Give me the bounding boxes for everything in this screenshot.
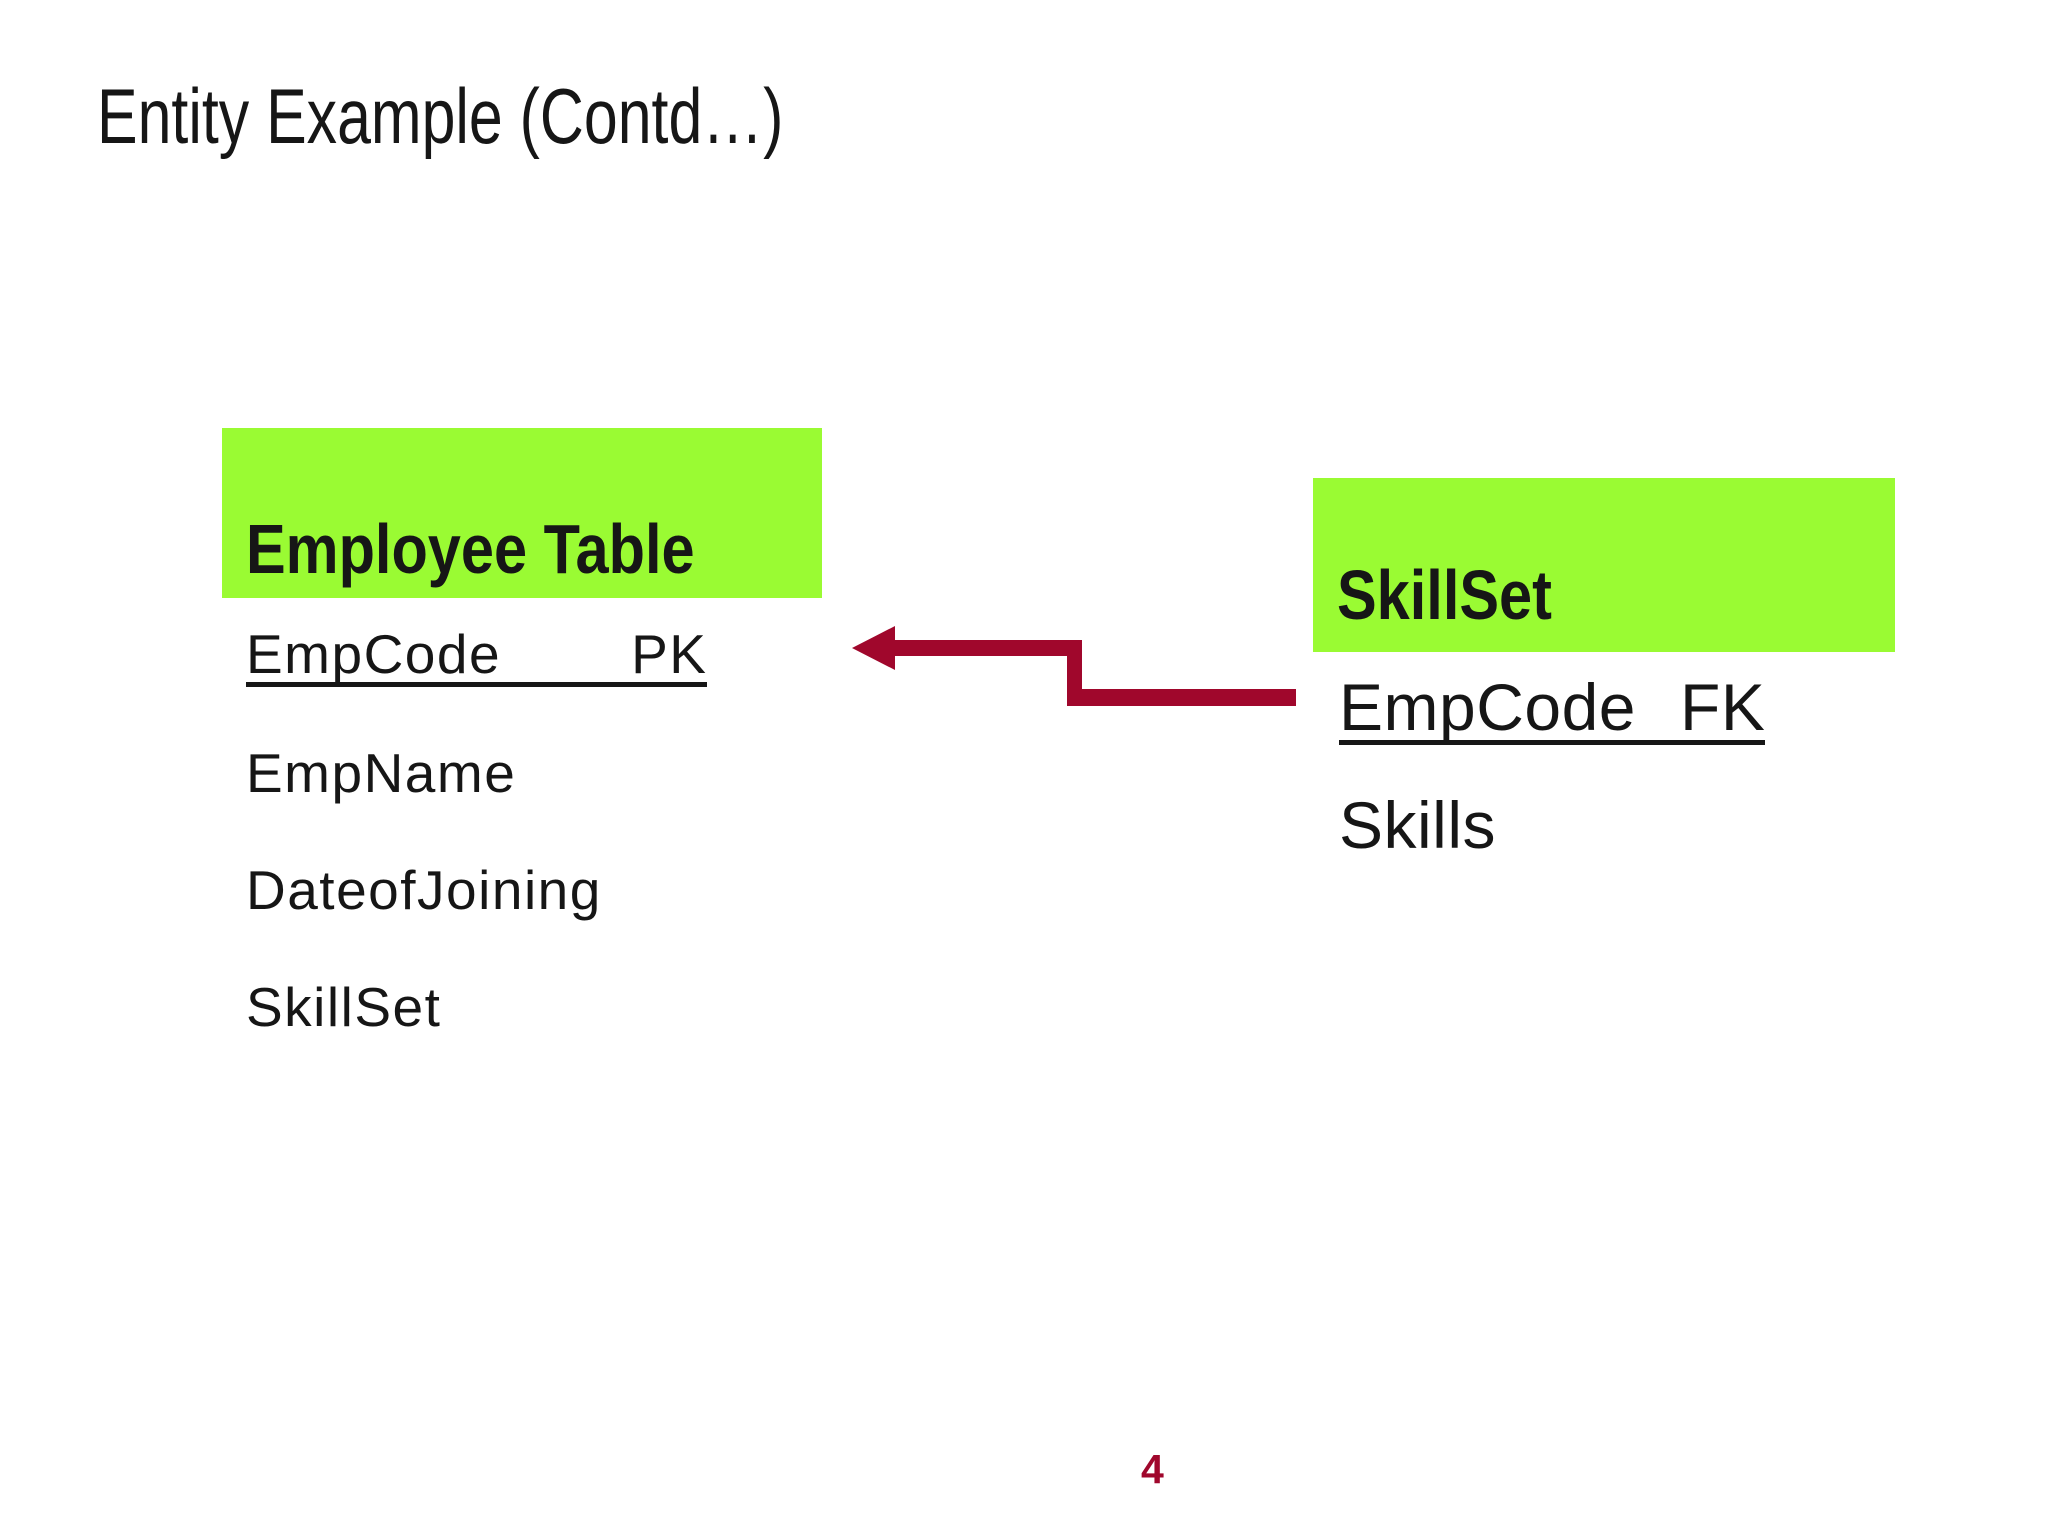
- attribute-name: Skills: [1339, 787, 1497, 862]
- attribute-row-skillset: SkillSet: [222, 949, 822, 1066]
- attribute-key-pk: PK: [631, 622, 708, 685]
- fk-relationship-arrow: [852, 626, 1296, 706]
- attribute-row-empcode-fk: EmpCode FK: [1313, 652, 1895, 767]
- attribute-name: SkillSet: [246, 976, 442, 1038]
- fk-arrow-shape: [852, 626, 1296, 706]
- entity-skillset-title: SkillSet: [1337, 556, 1552, 634]
- primary-key-underline: EmpCode PK: [246, 622, 708, 687]
- entity-employee-table-header: Employee Table: [222, 428, 822, 598]
- page-number: 4: [1141, 1446, 1164, 1492]
- foreign-key-underline: EmpCode FK: [1339, 670, 1766, 745]
- attribute-row-empcode-pk: EmpCode PK: [222, 598, 822, 715]
- entity-skillset: SkillSet EmpCode FK Skills: [1313, 478, 1895, 882]
- entity-employee-table-attributes: EmpCode PK EmpName DateofJoining SkillSet: [222, 598, 822, 1066]
- attribute-key-fk: FK: [1680, 670, 1766, 744]
- entity-employee-table-title: Employee Table: [246, 510, 695, 588]
- entity-skillset-attributes: EmpCode FK Skills: [1313, 652, 1895, 882]
- attribute-name: DateofJoining: [246, 859, 602, 921]
- slide-title: Entity Example (Contd…): [97, 72, 784, 160]
- attribute-name: EmpCode: [1339, 670, 1636, 744]
- attribute-name: EmpCode: [246, 622, 502, 685]
- entity-employee-table: Employee Table EmpCode PK EmpName DateofJ…: [222, 428, 822, 1066]
- attribute-name: EmpName: [246, 742, 517, 804]
- attribute-row-empname: EmpName: [222, 715, 822, 832]
- attribute-row-dateofjoining: DateofJoining: [222, 832, 822, 949]
- entity-skillset-header: SkillSet: [1313, 478, 1895, 652]
- attribute-row-skills: Skills: [1313, 767, 1895, 882]
